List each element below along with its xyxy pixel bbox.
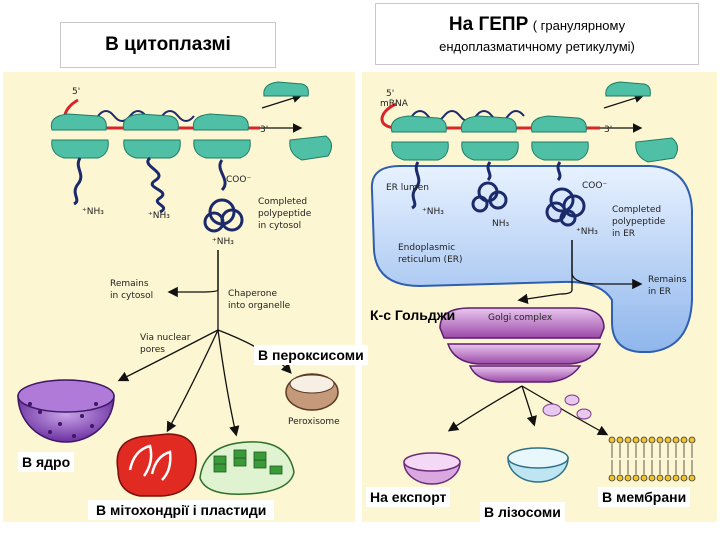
arrow-to-lysosome <box>521 385 537 427</box>
five-prime-label-right: 5' <box>386 89 394 99</box>
label-golgi: К-с Гольджи <box>370 307 456 323</box>
vesicle-icon <box>542 394 592 420</box>
ribosome-icon <box>50 113 109 159</box>
er-lumen-label: ER lumen <box>386 183 429 193</box>
er-chain-1 <box>411 161 421 210</box>
label-lysosome: В лізосоми <box>480 502 565 522</box>
arrow-remains-er <box>571 240 643 290</box>
label-membrane: В мембрани <box>598 487 691 507</box>
polypeptide-chain-2 <box>146 156 166 214</box>
three-prime-label-left: 3' <box>260 125 268 135</box>
arrow-to-export <box>447 385 523 432</box>
chaperone-line2: into organelle <box>228 301 291 311</box>
title-er-main: На ГЕПР <box>448 13 529 35</box>
nh3-label-b: ⁺NH₃ <box>148 211 170 221</box>
export-vesicle-icon <box>403 452 461 485</box>
completed-cytosol-line3: in cytosol <box>258 221 301 231</box>
peroxisome-icon <box>285 373 339 411</box>
er-name-line1: Endoplasmic <box>398 243 455 253</box>
peroxisome-small-label: Peroxisome <box>288 417 340 427</box>
nuclear-pores-line1: Via nuclear <box>140 333 191 343</box>
golgi-icon <box>439 307 605 383</box>
golgi-small-label: Golgi complex <box>488 313 553 323</box>
ribosome-icon <box>460 115 519 161</box>
polypeptide-chain-1 <box>73 157 83 206</box>
nh3-label-d: ⁺NH₃ <box>422 207 444 217</box>
ribosome-icon <box>263 81 332 161</box>
arrow-to-nucleus <box>117 329 219 382</box>
completed-cytosol-line2: polypeptide <box>258 209 312 219</box>
title-er-line1: На ГЕПР ( гранулярному <box>449 13 625 38</box>
er-chain-2 <box>471 161 508 213</box>
chaperone-line1: Chaperone <box>228 289 277 299</box>
arrow-to-membrane <box>521 385 609 436</box>
nh3-label-c: ⁺NH₃ <box>212 237 234 247</box>
remains-er-line1: Remains <box>648 275 687 285</box>
completed-er-line1: Completed <box>612 205 661 215</box>
ribosome-icon <box>605 81 678 163</box>
title-er: На ГЕПР ( гранулярному ендоплазматичному… <box>375 3 699 65</box>
ribosome-icon <box>390 115 449 161</box>
ribosome-icon <box>192 113 251 159</box>
remains-er-line2: in ER <box>648 287 671 297</box>
ribosome-icon <box>122 113 181 159</box>
polypeptide-coil-3 <box>203 159 244 233</box>
coo-label-right: COO⁻ <box>582 181 607 191</box>
lysosome-icon <box>507 447 569 483</box>
arrow-er-down <box>517 240 573 304</box>
completed-cytosol-line1: Completed <box>258 197 307 207</box>
label-nucleus: В ядро <box>18 452 75 472</box>
nh3-label-a: ⁺NH₃ <box>82 207 104 217</box>
er-name-line2: reticulum (ER) <box>398 255 463 265</box>
remains-cytosol-line1: Remains <box>110 279 149 289</box>
ribosome-icon <box>530 115 589 161</box>
chloroplast-icon <box>199 441 295 495</box>
remains-cytosol-line2: in cytosol <box>110 291 153 301</box>
arrow-remains-cytosol <box>167 250 219 298</box>
completed-er-line2: polypeptide <box>612 217 666 227</box>
title-cytoplasm: В цитоплазмі <box>60 22 276 68</box>
ribosome-flow-arrow-left <box>261 93 303 109</box>
three-prime-label-right: 3' <box>604 125 612 135</box>
membrane-bilayer-icon <box>608 436 696 482</box>
er-chain-3 <box>545 161 586 227</box>
arrow-to-chloroplast <box>217 329 240 437</box>
title-cytoplasm-text: В цитоплазмі <box>105 34 231 55</box>
label-export: На експорт <box>366 487 451 507</box>
mrna-label: mRNA <box>380 99 409 109</box>
five-prime-label-left: 5' <box>72 87 80 97</box>
nucleus-icon <box>17 379 115 443</box>
nuclear-pores-line2: pores <box>140 345 165 355</box>
coo-label-left: COO⁻ <box>226 175 251 185</box>
title-er-paren: ( гранулярному <box>532 17 626 33</box>
label-peroxisome: В пероксисоми <box>254 345 368 365</box>
mitochondrion-icon <box>116 433 197 497</box>
nh3-label-f: ⁺NH₃ <box>576 227 598 237</box>
title-er-line2: ендоплазматичному ретикулумі) <box>439 38 635 54</box>
er-membrane <box>370 165 693 353</box>
arrow-to-mitochondria <box>166 329 219 433</box>
completed-er-line3: in ER <box>612 229 635 239</box>
ribosome-flow-arrow-right <box>603 93 645 109</box>
nh3-label-e: NH₃ <box>492 219 510 229</box>
label-mitochondria: В мітохондрії і пластиди <box>88 500 275 520</box>
